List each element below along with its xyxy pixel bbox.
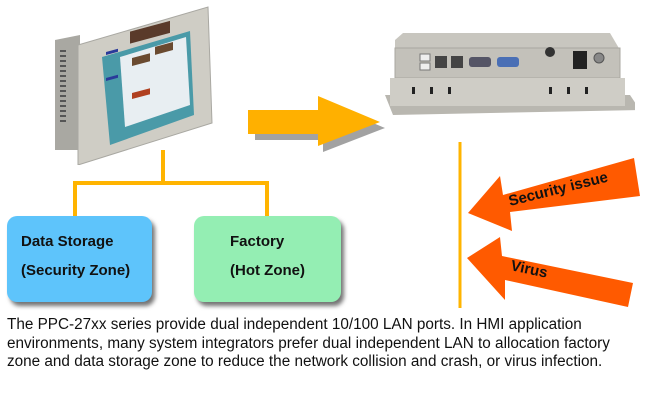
lan-port-1-icon xyxy=(435,56,447,68)
vga-port-icon xyxy=(497,57,519,67)
zone-factory-title: Factory xyxy=(230,233,285,250)
serial-port-icon xyxy=(469,57,491,67)
zone-factory-subtitle: (Hot Zone) xyxy=(230,262,305,279)
flow-arrow xyxy=(248,96,385,152)
power-switch-icon xyxy=(573,51,587,69)
vent-slots-icon xyxy=(60,50,66,122)
panel-pc-rear-image xyxy=(385,33,635,115)
zone-data-storage: Data Storage (Security Zone) xyxy=(7,216,152,302)
caption-text: The PPC-27xx series provide dual indepen… xyxy=(7,316,610,370)
lan-port-2-icon xyxy=(451,56,463,68)
panel-pc-front-image xyxy=(55,6,213,165)
zone-data-storage-subtitle: (Security Zone) xyxy=(21,262,131,279)
threat-arrow-security: Security issue xyxy=(468,158,640,231)
threat-arrow-virus: Virus xyxy=(467,237,633,307)
zone-data-storage-title: Data Storage xyxy=(21,233,114,250)
zone-factory: Factory (Hot Zone) xyxy=(194,216,341,302)
